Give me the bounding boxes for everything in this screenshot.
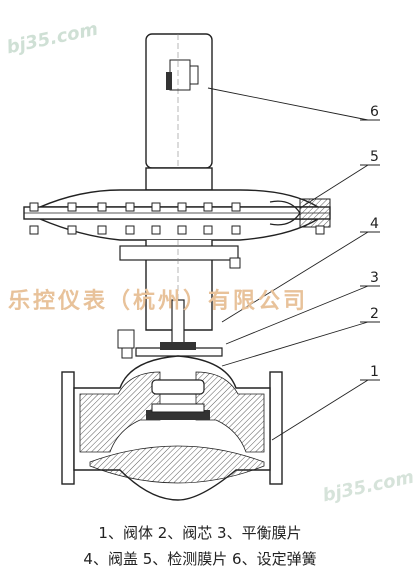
- legend-line-2: 4、阀盖 5、检测膜片 6、设定弹簧: [83, 550, 317, 568]
- balance-diaphragm: [117, 299, 223, 381]
- bonnet: [119, 240, 241, 460]
- callout-5: 5: [370, 149, 379, 165]
- housing-neck: [145, 167, 213, 191]
- valve-plug: [146, 379, 210, 420]
- company-watermark: 乐控仪表（杭州）有限公司: [8, 288, 309, 314]
- spring-housing: [145, 33, 213, 169]
- callout-4: 4: [370, 216, 379, 232]
- casing-bolts: [29, 202, 325, 235]
- callout-6: 6: [370, 104, 379, 120]
- legend-line-1: 1、阀体 2、阀芯 3、平衡膜片: [98, 524, 302, 542]
- callout-1: 1: [370, 364, 379, 380]
- callout-2: 2: [370, 306, 379, 322]
- valve-diagram: bj35.com bj35.com 6 5 4 3 2 1 乐控仪表（杭州）有限…: [5, 19, 416, 568]
- valve-drawing: [23, 33, 380, 501]
- valve-body: [61, 355, 283, 501]
- callout-3: 3: [370, 270, 379, 286]
- leader-lines: [207, 87, 380, 441]
